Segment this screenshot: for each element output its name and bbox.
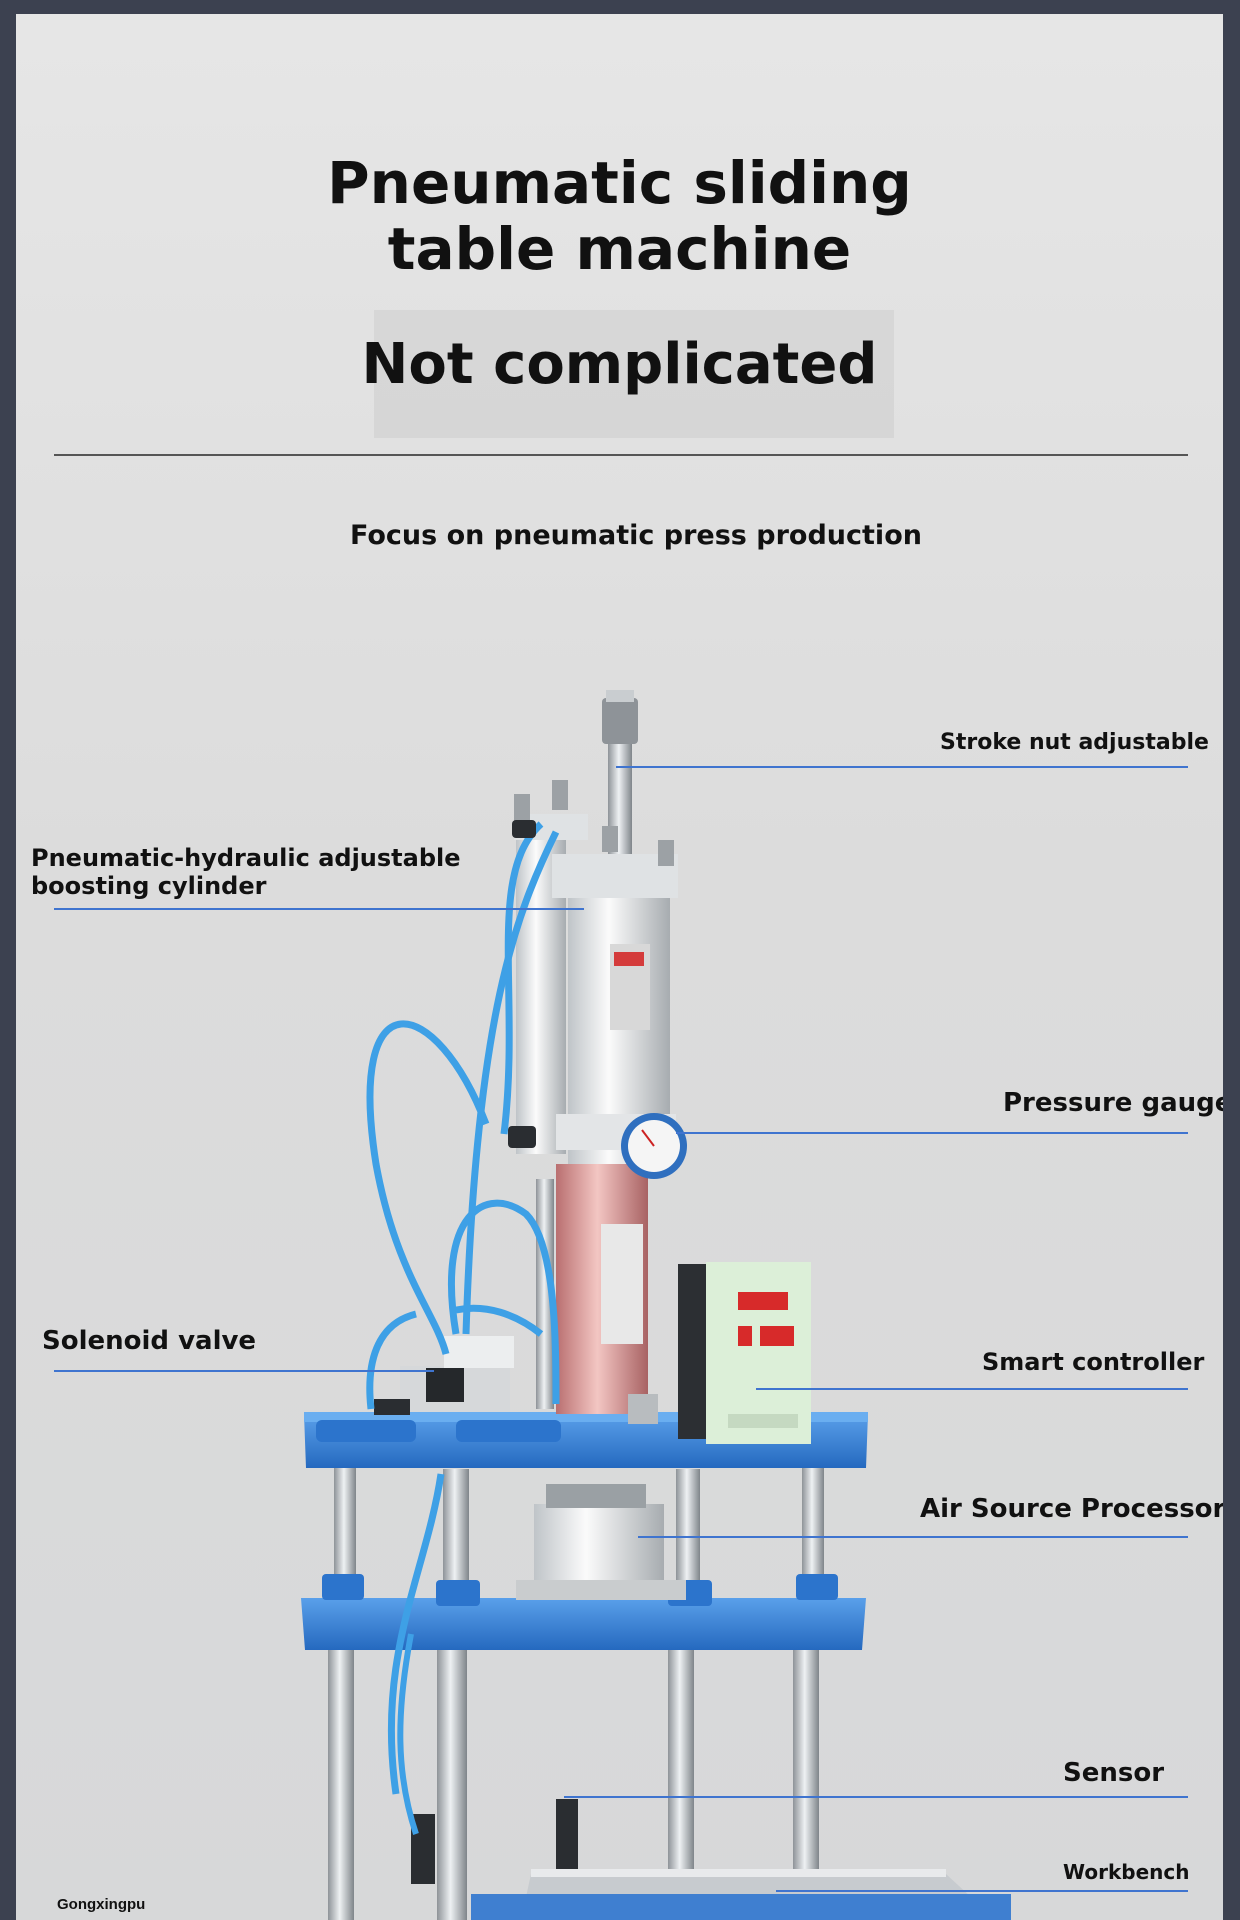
callout-line-solenoid-valve: [54, 1370, 434, 1372]
callout-cylinder: Pneumatic-hydraulic adjustable boosting …: [31, 844, 461, 900]
subtitle-background: [374, 310, 894, 438]
page-title: Pneumatic sliding table machine: [16, 150, 1223, 282]
machine-illustration: [301, 690, 1011, 1920]
callout-stroke-nut: Stroke nut adjustable: [940, 730, 1209, 755]
callout-line-sensor: [564, 1796, 1188, 1798]
title-line-1: Pneumatic sliding: [327, 149, 912, 217]
title-line-2: table machine: [387, 215, 852, 283]
tagline: Focus on pneumatic press production: [350, 520, 922, 551]
callout-line-workbench: [776, 1890, 1188, 1892]
callout-cylinder-line-1: Pneumatic-hydraulic adjustable: [31, 844, 461, 872]
callout-air-source: Air Source Processors: [920, 1494, 1223, 1524]
callout-line-air-source: [638, 1536, 1188, 1538]
callout-pressure-gauge: Pressure gauge: [1003, 1088, 1223, 1118]
callout-sensor: Sensor: [1063, 1758, 1165, 1788]
callout-cylinder-line-2: boosting cylinder: [31, 872, 267, 900]
callout-line-smart-controller: [756, 1388, 1188, 1390]
product-poster: Pneumatic sliding table machine Not comp…: [16, 14, 1223, 1920]
callout-line-pressure-gauge: [676, 1132, 1188, 1134]
subtitle: Not complicated: [361, 332, 878, 397]
section-divider: [54, 454, 1188, 456]
callout-smart-controller: Smart controller: [982, 1348, 1205, 1376]
brand-watermark: Gongxingpu: [57, 1896, 146, 1913]
callout-line-cylinder: [54, 908, 584, 910]
callout-workbench: Workbench: [1063, 1860, 1190, 1884]
callout-solenoid-valve: Solenoid valve: [42, 1326, 257, 1356]
callout-line-stroke-nut: [616, 766, 1188, 768]
